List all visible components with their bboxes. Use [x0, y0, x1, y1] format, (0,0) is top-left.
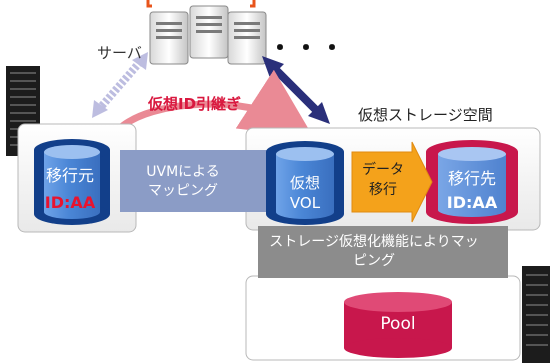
server-icon — [227, 11, 267, 65]
pool-label: Pool — [380, 314, 416, 334]
uvm-mapping-label: UVMによるマッピング — [146, 164, 220, 199]
ellipsis-label: ・・・ — [268, 34, 346, 62]
data-migration-label: データ移行 — [362, 162, 404, 198]
virtual-volume-label: 仮想VOL — [289, 174, 321, 212]
source-volume-disk — [34, 139, 110, 225]
storage-virtualization-label: ストレージ仮想化機能によりマッピング — [269, 234, 479, 269]
destination-volume-id: ID:AA — [446, 193, 498, 212]
server-icon — [149, 11, 189, 65]
destination-volume-name: 移行先 — [447, 169, 496, 188]
id-handover-arrow — [115, 69, 314, 138]
pool-disk — [344, 292, 452, 358]
virtual-id-handover-label: 仮想ID引継ぎ — [148, 95, 242, 113]
bracket-mark — [250, 0, 256, 8]
bracket-mark — [146, 0, 152, 8]
storage-rack-icon — [522, 266, 550, 363]
destination-volume-disk — [426, 140, 518, 224]
data-migration-arrow — [351, 141, 433, 223]
virtual-storage-space-label: 仮想ストレージ空間 — [358, 106, 493, 124]
storage-virtualization-band — [258, 226, 508, 278]
source-volume-name: 移行元 — [45, 166, 94, 185]
source-volume-id: ID:AA — [44, 193, 96, 212]
server-link-arrow-left — [92, 52, 148, 118]
virtual-volume-disk — [266, 141, 344, 225]
uvm-mapping-band — [120, 150, 270, 212]
server-icon — [189, 5, 229, 59]
server-label: サーバ — [97, 44, 142, 62]
